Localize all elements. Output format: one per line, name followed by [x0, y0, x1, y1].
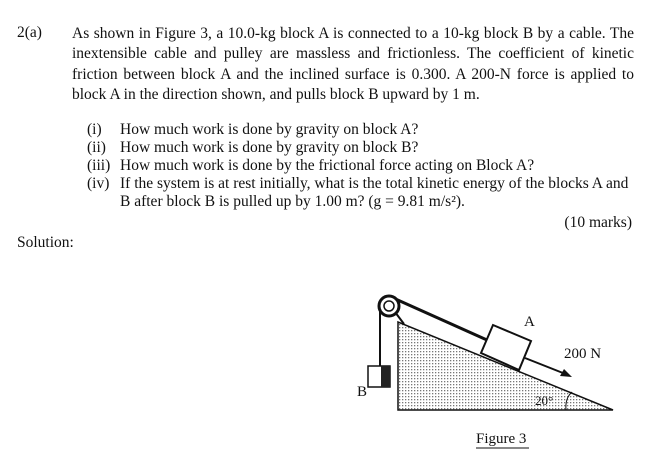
- block-a: [479, 323, 533, 372]
- force-arrow: [524, 357, 572, 377]
- label-a: A: [524, 314, 535, 330]
- sub-question-text: How much work is done by gravity on bloc…: [120, 139, 419, 156]
- sub-question-number: (iv): [87, 175, 110, 192]
- question-intro: As shown in Figure 3, a 10.0-kg block A …: [72, 25, 634, 103]
- angle-label: 20°: [535, 393, 554, 408]
- figure-caption: Figure 3: [476, 431, 527, 447]
- sub-question-text: How much work is done by gravity on bloc…: [120, 121, 419, 138]
- label-b: B: [357, 384, 368, 400]
- incline: [397, 320, 614, 411]
- sub-question-number: (iii): [87, 157, 111, 174]
- sub-question-number: (ii): [87, 139, 106, 156]
- solution-label: Solution:: [17, 234, 74, 251]
- question-number: 2(a): [17, 24, 42, 41]
- block-b: [367, 365, 391, 388]
- sub-question-number: (i): [87, 121, 102, 138]
- force-label: 200 N: [564, 346, 602, 362]
- angle-arc: [565, 391, 573, 411]
- pulley-icon: [377, 294, 401, 318]
- sub-question-text: If the system is at rest initially, what…: [120, 175, 629, 210]
- sub-question-text: How much work is done by the frictional …: [120, 157, 535, 174]
- marks: (10 marks): [564, 214, 632, 231]
- cable-incline: [390, 295, 488, 342]
